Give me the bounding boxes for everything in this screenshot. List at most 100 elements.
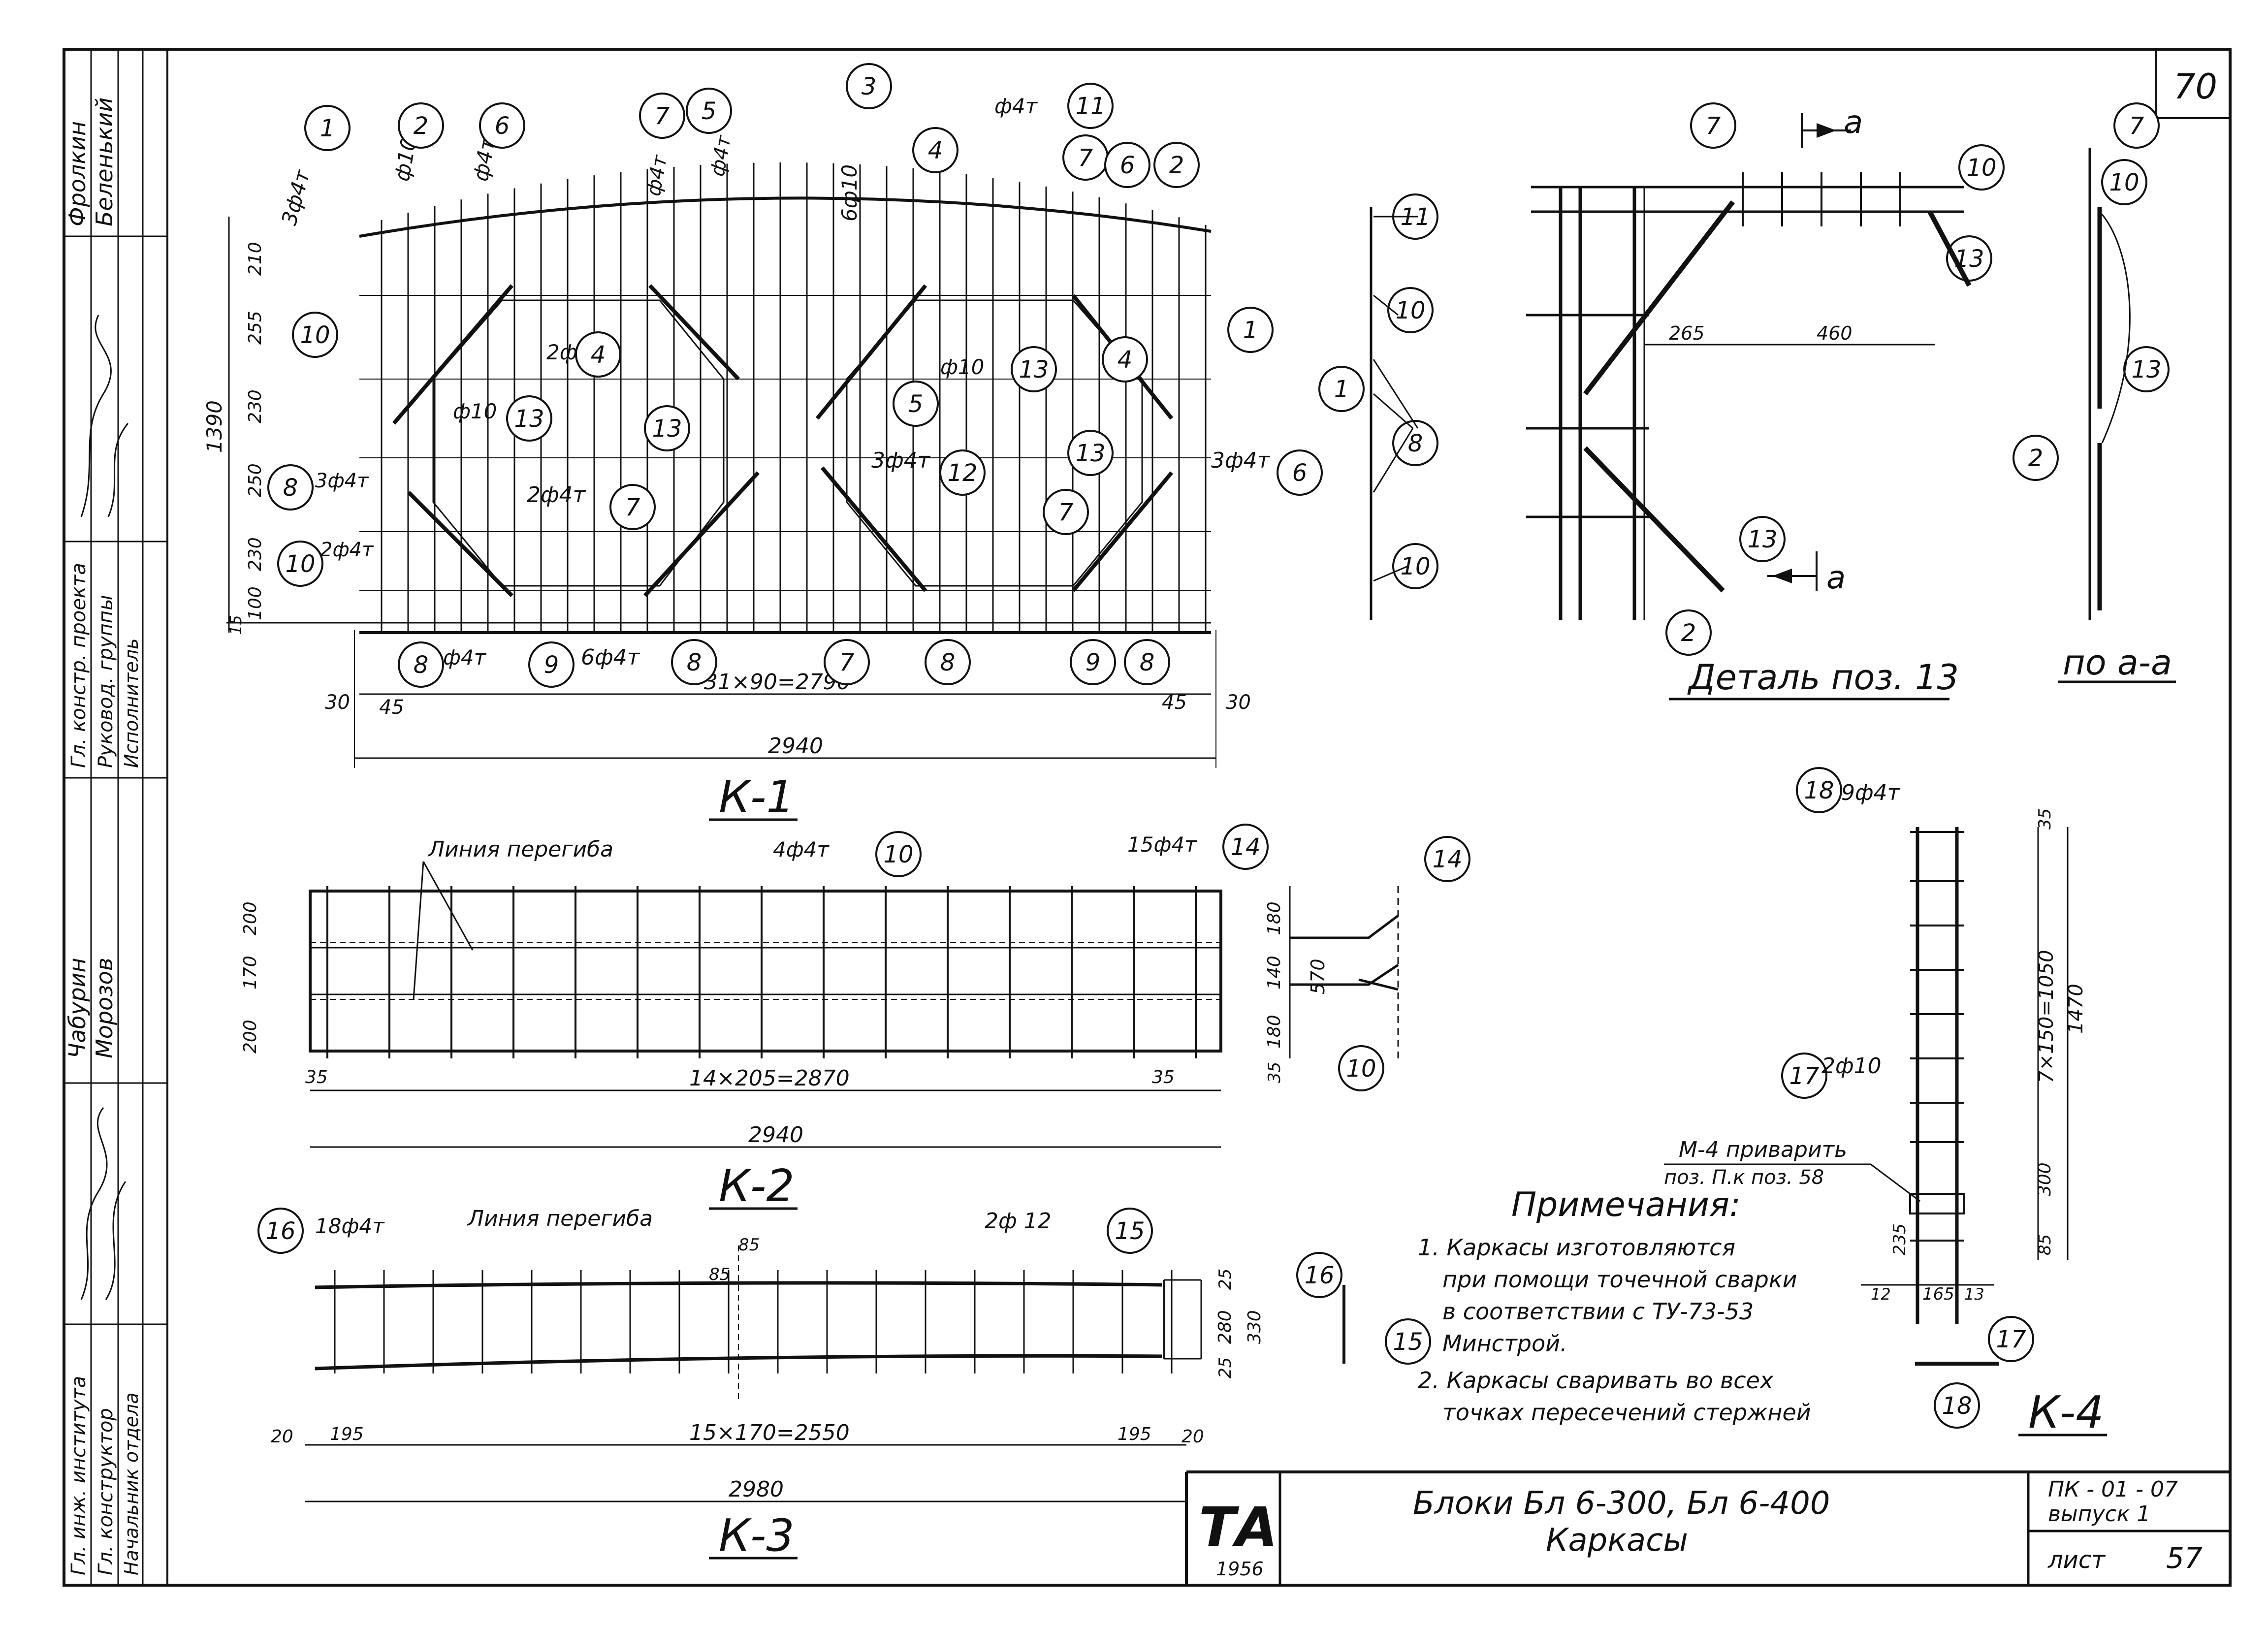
- k1-callout-4: ф4т: [706, 133, 736, 178]
- detail-dim-a: 265: [1669, 322, 1705, 344]
- k3-dim-85b: 85: [709, 1265, 730, 1284]
- position-marker: 10: [1958, 144, 2005, 191]
- svg-text:13: 13: [1019, 356, 1049, 383]
- detail-section-mark-top: а: [1844, 104, 1863, 141]
- k2-dim-total: 2940: [748, 1122, 803, 1148]
- svg-text:14: 14: [1432, 846, 1462, 873]
- k2-frame: [309, 890, 1222, 1053]
- position-marker: 4: [1102, 336, 1148, 383]
- k1-callout-0: 3ф4т: [277, 166, 315, 227]
- svg-text:16: 16: [265, 1217, 295, 1245]
- svg-text:11: 11: [1075, 93, 1105, 120]
- svg-text:6: 6: [1292, 459, 1308, 487]
- position-marker: 7: [1043, 489, 1089, 535]
- position-marker: 8: [1392, 420, 1438, 466]
- k1-label: К-1: [719, 771, 795, 823]
- svg-text:10: 10: [300, 321, 330, 349]
- k4-dim-1: 7×150=1050: [2035, 950, 2058, 1083]
- svg-text:10: 10: [285, 550, 315, 578]
- note-line-1: при помощи точечной сварки: [1442, 1266, 1797, 1293]
- k3-vdim-0: 25: [1215, 1269, 1235, 1290]
- svg-text:6: 6: [495, 112, 510, 140]
- svg-text:8: 8: [940, 649, 956, 676]
- k1-vdim-3: 250: [245, 463, 265, 497]
- k3-dim-20-l: 20: [271, 1427, 293, 1447]
- position-marker: 6: [479, 102, 525, 149]
- svg-text:16: 16: [1304, 1262, 1334, 1289]
- position-marker: 15: [1385, 1318, 1431, 1365]
- k1-callout-9: 3ф4т: [315, 470, 369, 492]
- position-marker: 8: [925, 639, 971, 685]
- k3-bend-line: Линия перегиба: [467, 1206, 653, 1231]
- k2-callout-14: 15ф4т: [1127, 832, 1197, 857]
- position-marker: 11: [1067, 83, 1114, 129]
- k2-dim-35-r: 35: [1152, 1067, 1175, 1087]
- position-marker: 8: [398, 641, 444, 688]
- svg-text:13: 13: [1747, 526, 1777, 553]
- position-marker: 7: [639, 93, 685, 139]
- k4-dim-5: 235: [1890, 1223, 1910, 1255]
- svg-text:2: 2: [1681, 619, 1696, 647]
- signature-3: [80, 315, 112, 517]
- left-stamp: Гл. инж. института Гл. конструктор Начал…: [64, 49, 167, 1585]
- k1-vdim-1: 255: [245, 311, 265, 345]
- svg-text:13: 13: [652, 415, 682, 443]
- k4-weld-note: М-4 приварить: [1679, 1137, 1847, 1162]
- k1-callout-15: 6ф4т: [581, 645, 640, 670]
- corner-number: 70: [2173, 66, 2217, 107]
- stamp-role-1: Гл. конструктор: [95, 1408, 117, 1575]
- stamp-name-2: Фролкин: [64, 121, 91, 226]
- section-label: по а-а: [2063, 642, 2172, 683]
- svg-text:4: 4: [928, 137, 943, 164]
- detail-label: Деталь поз. 13: [1687, 657, 1959, 698]
- title-line-1: Блоки Бл 6-300, Бл 6-400: [1413, 1485, 1830, 1522]
- k4-weld-ref: поз. П.к поз. 58: [1664, 1166, 1824, 1189]
- k1-vdim-0: 210: [245, 242, 265, 276]
- title-year: 1956: [1216, 1558, 1264, 1580]
- notes: Примечания: 1. Каркасы изготовляются при…: [1418, 1185, 1811, 1426]
- svg-text:10: 10: [1395, 297, 1425, 324]
- k1-callout-8: ф10: [453, 399, 497, 423]
- k3-dim-195-l: 195: [330, 1424, 364, 1444]
- svg-text:10: 10: [1346, 1055, 1376, 1083]
- svg-text:8: 8: [283, 474, 298, 502]
- svg-text:1: 1: [320, 115, 335, 142]
- note-line-4: 2. Каркасы сваривать во всех: [1418, 1367, 1774, 1394]
- k1-callout-10: 2ф4т: [320, 539, 374, 561]
- title-block: ТА 1956 Блоки Бл 6-300, Бл 6-400 Каркасы…: [1185, 1470, 2230, 1585]
- k1-dim-45r: 45: [1162, 691, 1187, 714]
- position-marker: 2: [398, 102, 444, 149]
- svg-text:4: 4: [1118, 346, 1133, 374]
- k1-callout-12: 3ф4т: [871, 448, 931, 473]
- position-marker: 7: [609, 484, 656, 530]
- position-marker: 3: [846, 63, 892, 109]
- position-marker: 18: [1796, 767, 1842, 813]
- position-marker: 8: [267, 464, 314, 511]
- k2-vdim-3: 180: [1264, 901, 1284, 935]
- position-marker: 2: [2012, 435, 2059, 481]
- position-marker: 12: [939, 449, 986, 496]
- position-marker: 6: [1104, 142, 1150, 188]
- svg-text:14: 14: [1230, 833, 1260, 861]
- position-marker: 5: [686, 88, 732, 134]
- svg-text:1: 1: [1243, 317, 1258, 344]
- position-marker: 13: [1739, 516, 1786, 562]
- k2-vdim-0: 200: [240, 901, 260, 935]
- k4-dim-0: 35: [2035, 808, 2055, 830]
- position-marker: 7: [2113, 102, 2160, 149]
- k1-callout-16: ф4т: [443, 645, 487, 670]
- k2-dim-spacing: 14×205=2870: [689, 1066, 850, 1091]
- svg-text:7: 7: [2129, 112, 2144, 140]
- position-marker: 17: [1988, 1316, 2034, 1362]
- position-marker: 8: [1124, 639, 1170, 685]
- svg-text:5: 5: [908, 390, 924, 418]
- k2-vdim-7: 35: [1265, 1062, 1284, 1083]
- position-marker: 13: [1067, 430, 1114, 476]
- k3-dim-85a: 85: [738, 1235, 760, 1255]
- k2-vdim-4: 140: [1264, 956, 1284, 990]
- svg-text:13: 13: [2131, 356, 2161, 383]
- svg-text:17: 17: [1996, 1326, 2026, 1353]
- k1-callout-5: 6ф10: [837, 164, 862, 222]
- position-marker: 15: [1107, 1208, 1153, 1254]
- svg-text:2: 2: [1169, 152, 1184, 179]
